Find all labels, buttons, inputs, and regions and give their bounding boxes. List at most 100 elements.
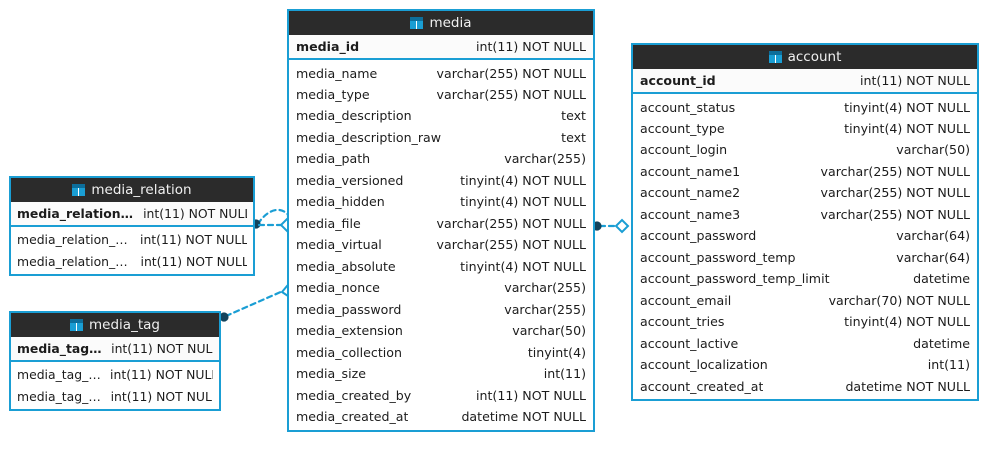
table-row[interactable]: account_password varchar(64) — [633, 225, 977, 247]
column-type: int(11) NOT NULL — [476, 39, 586, 54]
edge-line — [256, 208, 291, 226]
table-row[interactable]: media_tag_src int(11) NOT NULL — [11, 364, 219, 386]
column-type: datetime NOT NULL — [461, 409, 586, 425]
column-type: int(11) NOT NULL — [140, 253, 247, 269]
column-type: varchar(255) — [504, 301, 586, 317]
entity-account-title: account — [787, 49, 842, 65]
column-type: varchar(64) — [896, 228, 970, 244]
column-type: int(11) NOT NULL — [860, 73, 970, 88]
column-name: media_hidden — [296, 194, 385, 210]
column-name: media_extension — [296, 323, 403, 339]
column-name: account_type — [640, 120, 725, 136]
column-type: varchar(50) — [896, 142, 970, 158]
column-name: media_path — [296, 151, 371, 167]
entity-media-title: media — [429, 15, 472, 31]
column-type: varchar(64) — [896, 249, 970, 265]
column-name: account_status — [640, 99, 736, 115]
table-row[interactable]: account_type tinyint(4) NOT NULL — [633, 118, 977, 140]
column-type: varchar(255) NOT NULL — [436, 237, 586, 253]
table-row[interactable]: account_id int(11) NOT NULL — [633, 69, 977, 92]
entity-account[interactable]: account account_id int(11) NOT NULL acco… — [631, 43, 979, 401]
table-icon — [768, 51, 782, 63]
relationship-media-account[interactable] — [592, 218, 630, 234]
column-name: account_name2 — [640, 185, 741, 201]
table-row[interactable]: media_description text — [289, 105, 593, 127]
table-row[interactable]: account_name2 varchar(255) NOT NULL — [633, 182, 977, 204]
column-type: varchar(255) NOT NULL — [820, 185, 970, 201]
entity-media_relation[interactable]: media_relation media_relation_id int(11)… — [9, 176, 255, 276]
column-name: media_size — [296, 366, 366, 382]
column-name: account_name1 — [640, 163, 741, 179]
column-type: varchar(255) NOT NULL — [436, 65, 586, 81]
table-row[interactable]: account_lactive datetime — [633, 333, 977, 355]
entity-media_tag[interactable]: media_tag media_tag_id int(11) NOT NULL … — [9, 311, 221, 411]
column-type: int(11) NOT NULL — [476, 387, 586, 403]
column-name: media_password — [296, 301, 402, 317]
table-row[interactable]: account_status tinyint(4) NOT NULL — [633, 96, 977, 118]
table-row[interactable]: account_name3 varchar(255) NOT NULL — [633, 204, 977, 226]
entity-media_relation-title: media_relation — [91, 182, 192, 198]
table-row[interactable]: media_relation_id int(11) NOT NULL — [11, 202, 253, 225]
entity-account-header: account — [633, 45, 977, 69]
column-type: varchar(50) — [512, 323, 586, 339]
column-type: tinyint(4) NOT NULL — [844, 120, 970, 136]
column-type: varchar(255) NOT NULL — [820, 206, 970, 222]
column-name: media_relation_id — [17, 206, 136, 221]
column-type: int(11) NOT NULL — [143, 206, 247, 221]
column-name: account_name3 — [640, 206, 741, 222]
column-type: tinyint(4) NOT NULL — [844, 99, 970, 115]
column-type: int(11) NOT NULL — [111, 341, 213, 356]
column-name: account_password — [640, 228, 757, 244]
column-type: int(11) NOT NULL — [110, 388, 213, 404]
column-name: media_created_at — [296, 409, 409, 425]
entity-media[interactable]: media media_id int(11) NOT NULL media_na… — [287, 9, 595, 432]
column-type: text — [561, 108, 586, 124]
column-type: varchar(255) NOT NULL — [820, 163, 970, 179]
column-type: int(11) NOT NULL — [110, 367, 213, 383]
column-name: media_id — [296, 39, 360, 54]
column-name: media_nonce — [296, 280, 380, 296]
column-name: media_absolute — [296, 258, 396, 274]
column-type: tinyint(4) NOT NULL — [460, 172, 586, 188]
relationship-media_tag-media[interactable] — [219, 284, 295, 322]
column-name: media_description — [296, 108, 412, 124]
entity-account-primary-keys: account_id int(11) NOT NULL — [633, 69, 977, 94]
table-row[interactable]: account_name1 varchar(255) NOT NULL — [633, 161, 977, 183]
column-type: datetime — [913, 335, 970, 351]
table-row[interactable]: media_tag_id int(11) NOT NULL — [11, 337, 219, 360]
table-row[interactable]: media_created_at datetime NOT NULL — [289, 406, 593, 428]
table-icon — [410, 17, 424, 29]
table-row[interactable]: media_password varchar(255) — [289, 299, 593, 321]
table-row[interactable]: media_extension varchar(50) — [289, 320, 593, 342]
entity-media_tag-title: media_tag — [89, 317, 160, 333]
entity-media_tag-header: media_tag — [11, 313, 219, 337]
column-name: media_tag_src — [17, 367, 103, 383]
table-row[interactable]: media_id int(11) NOT NULL — [289, 35, 593, 58]
column-name: account_lactive — [640, 335, 739, 351]
